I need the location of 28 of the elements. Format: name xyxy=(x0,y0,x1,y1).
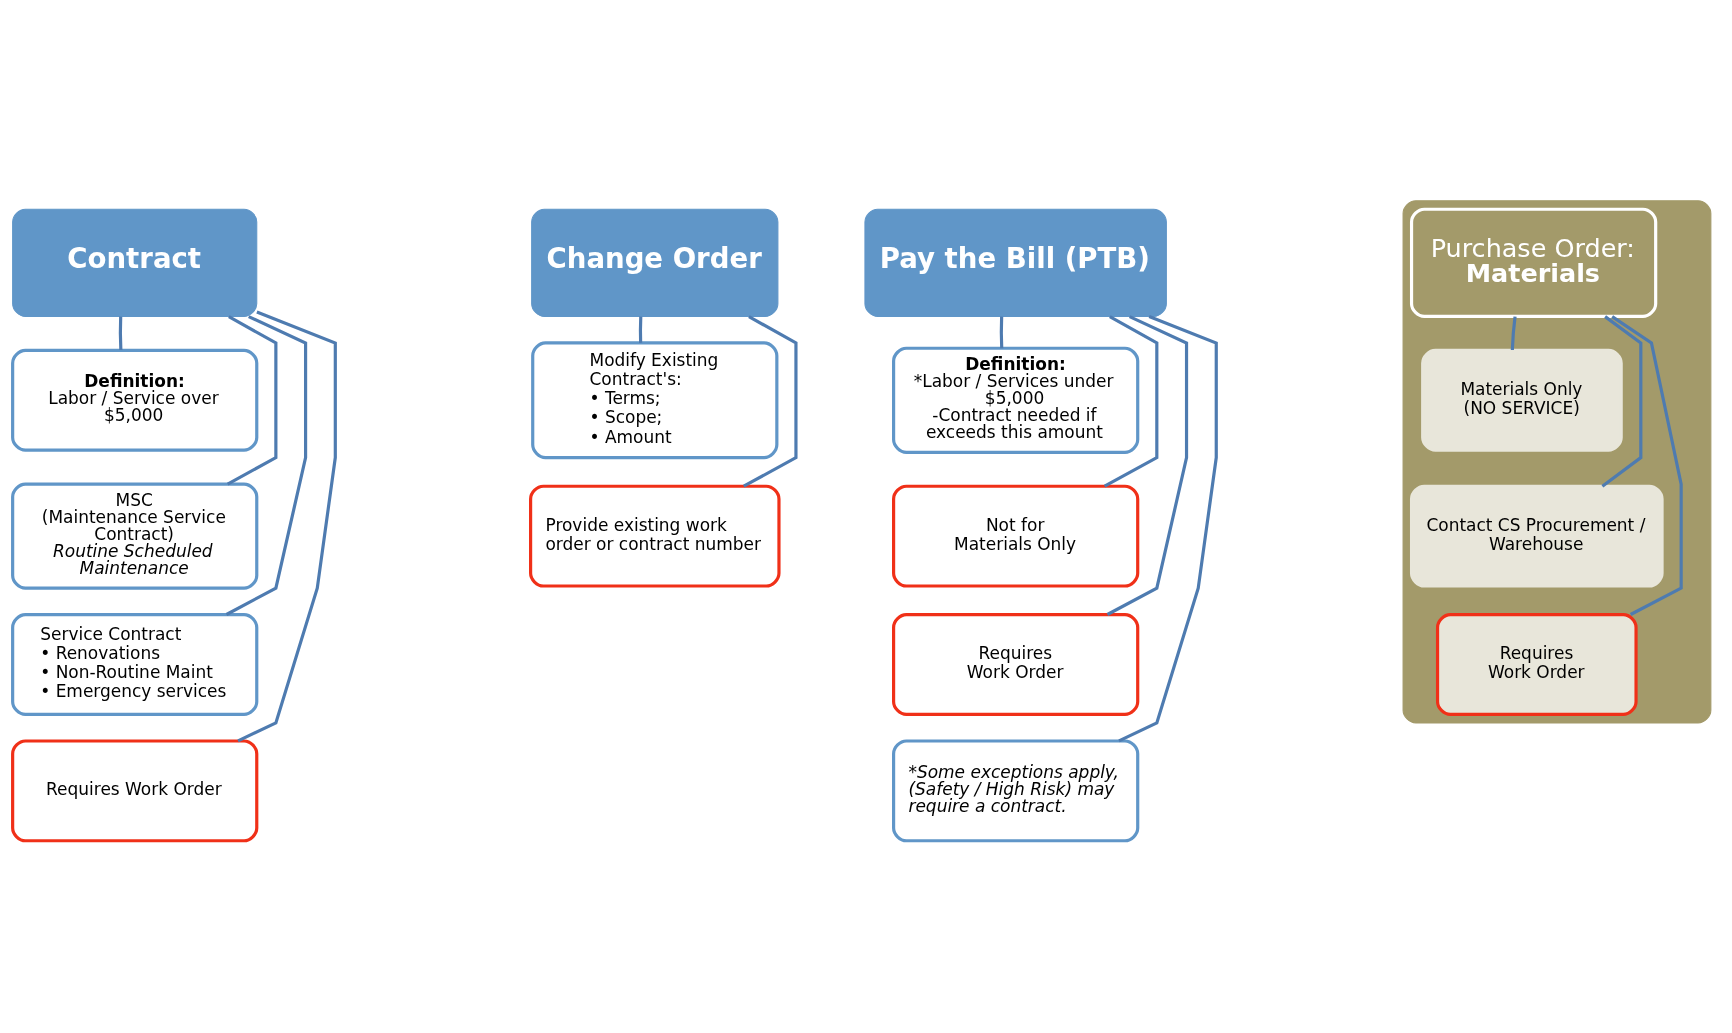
node-box: Definition: Labor / Service over $5,000 xyxy=(11,348,259,452)
connector xyxy=(1103,315,1159,488)
node-box: Not for Materials Only xyxy=(892,484,1140,588)
node-box: Purchase Order: Materials xyxy=(1409,207,1658,318)
node-box: Requires Work Order xyxy=(11,739,259,843)
node-box: Service Contract • Renovations • Non-Routine Maint • Emergency services xyxy=(11,613,259,717)
connector xyxy=(1611,315,1683,616)
connector xyxy=(237,310,337,743)
connector xyxy=(1118,315,1218,743)
node-box: Pay the Bill (PTB) xyxy=(864,208,1167,317)
node-box: Requires Work Order xyxy=(892,613,1140,717)
node-box: *Some exceptions apply, (Safety / High Risk) may require a contract. xyxy=(892,739,1140,843)
node-box: Contract xyxy=(12,208,258,317)
connector xyxy=(1510,316,1517,351)
node-box: Materials Only (NO SERVICE) xyxy=(1421,348,1623,452)
connector xyxy=(638,316,643,343)
cluster xyxy=(1402,200,1712,724)
node-box: Requires Work Order xyxy=(1435,613,1638,717)
node-box: Definition: *Labor / Services under $5,000 -Contract needed if exceeds this amount xyxy=(892,346,1140,454)
node-box: MSC (Maintenance Service Contract) Routine Scheduled Maintenance xyxy=(11,482,259,590)
connector xyxy=(118,316,123,351)
node-box: Modify Existing Contract's: • Terms; • Scope; • Amount xyxy=(531,341,779,460)
connector xyxy=(999,316,1004,349)
node-box: Provide existing work order or contract number xyxy=(529,484,781,588)
node-box: Change Order xyxy=(531,208,779,317)
node-box: Contact CS Procurement / Warehouse xyxy=(1409,484,1664,588)
connector xyxy=(1601,315,1643,488)
connector xyxy=(226,315,278,486)
